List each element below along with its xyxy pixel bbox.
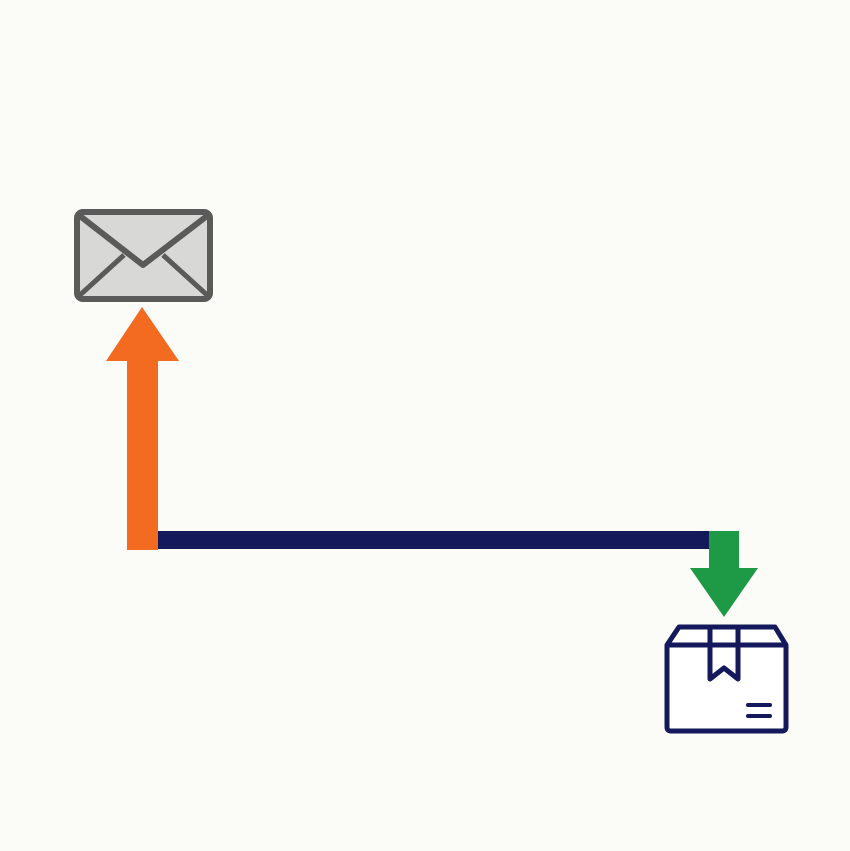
envelope-right-fold — [161, 253, 209, 297]
up-arrow — [106, 307, 179, 550]
down-arrow — [690, 531, 758, 617]
down-arrow-shaft — [709, 531, 739, 569]
envelope-left-fold — [78, 253, 126, 297]
envelope-icon — [74, 209, 213, 302]
box-tape — [707, 627, 741, 682]
envelope-flap — [78, 213, 209, 268]
down-arrow-head — [690, 568, 758, 617]
horizontal-connector-line — [158, 531, 711, 549]
package-box-icon — [664, 624, 789, 734]
up-arrow-shaft — [127, 360, 158, 550]
up-arrow-head — [106, 307, 179, 361]
envelope-body — [74, 209, 213, 302]
